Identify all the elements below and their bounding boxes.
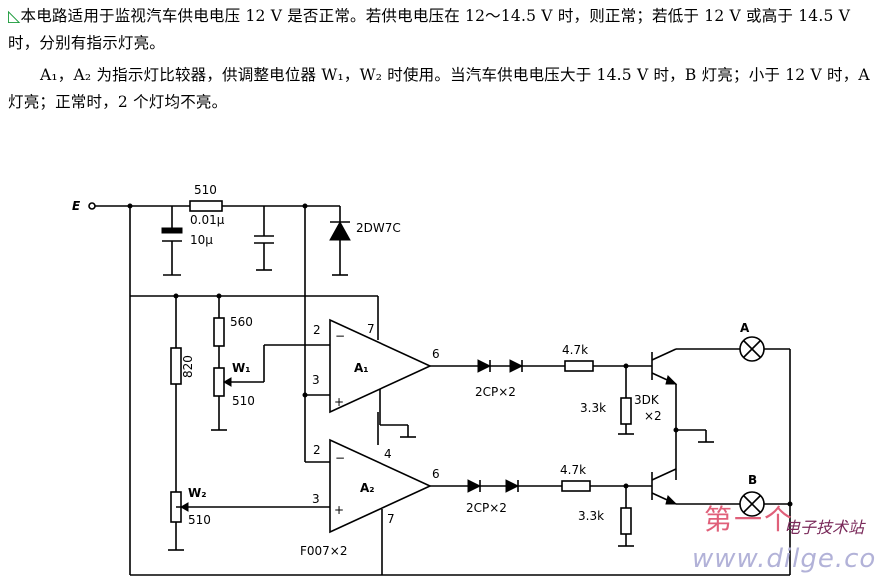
r-top-label: 4.7k bbox=[562, 343, 588, 357]
lamp-a-label: A bbox=[740, 321, 750, 335]
pin-3a-label: 3 bbox=[312, 373, 320, 387]
pin-2b-label: 2 bbox=[313, 443, 321, 457]
lamp-b-label: B bbox=[748, 473, 757, 487]
triangle-marker-icon: ◺ bbox=[8, 6, 21, 25]
r-base-top-label: 3.3k bbox=[580, 401, 606, 415]
opamp-part-label: F007×2 bbox=[300, 544, 348, 558]
pin-6b-label: 6 bbox=[432, 467, 440, 481]
watermark-cn-big: 第一个 bbox=[704, 503, 795, 536]
diode-2cp-top-2 bbox=[509, 359, 524, 373]
r-560-label: 560 bbox=[230, 315, 253, 329]
w2-value-label: 510 bbox=[188, 513, 211, 527]
transistor-label-2: ×2 bbox=[644, 409, 662, 423]
potentiometer-w1 bbox=[213, 367, 225, 397]
pin-6a-label: 6 bbox=[432, 347, 440, 361]
c-large-label: 10μ bbox=[190, 233, 213, 247]
diode-2cp-bot-2 bbox=[505, 479, 520, 493]
resistor-510-series bbox=[189, 200, 223, 212]
r-base-bot-label: 3.3k bbox=[578, 509, 604, 523]
pin-7a-label: 7 bbox=[367, 322, 375, 336]
pin-4b-label: 4 bbox=[384, 447, 392, 461]
svg-text:+: + bbox=[334, 395, 344, 409]
diodes-top-label: 2CP×2 bbox=[475, 385, 516, 399]
site-watermark: 第一个 电子技术站 www.dilge.com bbox=[686, 498, 877, 584]
w1-value-label: 510 bbox=[232, 394, 255, 408]
zener-diode bbox=[329, 220, 351, 241]
w2-label: W₂ bbox=[188, 486, 207, 500]
r-bot-label: 4.7k bbox=[560, 463, 586, 477]
resistor-4.7k-bot bbox=[561, 480, 591, 492]
pin-3b-label: 3 bbox=[312, 492, 320, 506]
transistor-label-1: 3DK bbox=[634, 393, 660, 407]
diode-2cp-bot-1 bbox=[467, 479, 482, 493]
svg-text:−: − bbox=[335, 329, 345, 343]
watermark-cn-small: 电子技术站 bbox=[784, 518, 865, 537]
description-text-1: 本电路适用于监视汽车供电电压 12 V 是否正常。若供电电压在 12～14.5 … bbox=[8, 7, 851, 52]
svg-text:−: − bbox=[335, 451, 345, 465]
capacitor-10u bbox=[161, 227, 183, 234]
watermark-url: www.dilge.com bbox=[692, 544, 877, 574]
r-820-label: 820 bbox=[181, 355, 195, 378]
opamp-a1-label: A₁ bbox=[354, 361, 369, 375]
resistor-3.3k-top bbox=[620, 397, 632, 425]
description-paragraph-2: A₁，A₂ 为指示灯比较器，供调整电位器 W₁，W₂ 时使用。当汽车供电电压大于… bbox=[8, 62, 870, 116]
description-text-2: A₁，A₂ 为指示灯比较器，供调整电位器 W₁，W₂ 时使用。当汽车供电电压大于… bbox=[8, 66, 870, 111]
diodes-bot-label: 2CP×2 bbox=[466, 501, 507, 515]
c-small-label: 0.01μ bbox=[190, 213, 225, 227]
opamp-a2-label: A₂ bbox=[360, 481, 375, 495]
supply-terminal bbox=[88, 202, 96, 210]
w1-label: W₁ bbox=[232, 361, 251, 375]
resistor-560 bbox=[213, 317, 225, 347]
opamp-a2 bbox=[329, 438, 432, 534]
resistor-4.7k-top bbox=[564, 360, 594, 372]
pin-2a-label: 2 bbox=[313, 323, 321, 337]
resistor-3.3k-bot bbox=[620, 507, 632, 535]
diode-2cp-top-1 bbox=[477, 359, 492, 373]
zener-label: 2DW7C bbox=[356, 221, 401, 235]
svg-text:+: + bbox=[334, 503, 344, 517]
resistor-820 bbox=[170, 347, 182, 385]
r-series-label: 510 bbox=[194, 183, 217, 197]
pin-7b-label: 7 bbox=[387, 512, 395, 526]
supply-label: E bbox=[72, 199, 81, 213]
description-paragraph-1: ◺本电路适用于监视汽车供电电压 12 V 是否正常。若供电电压在 12～14.5… bbox=[8, 2, 870, 57]
